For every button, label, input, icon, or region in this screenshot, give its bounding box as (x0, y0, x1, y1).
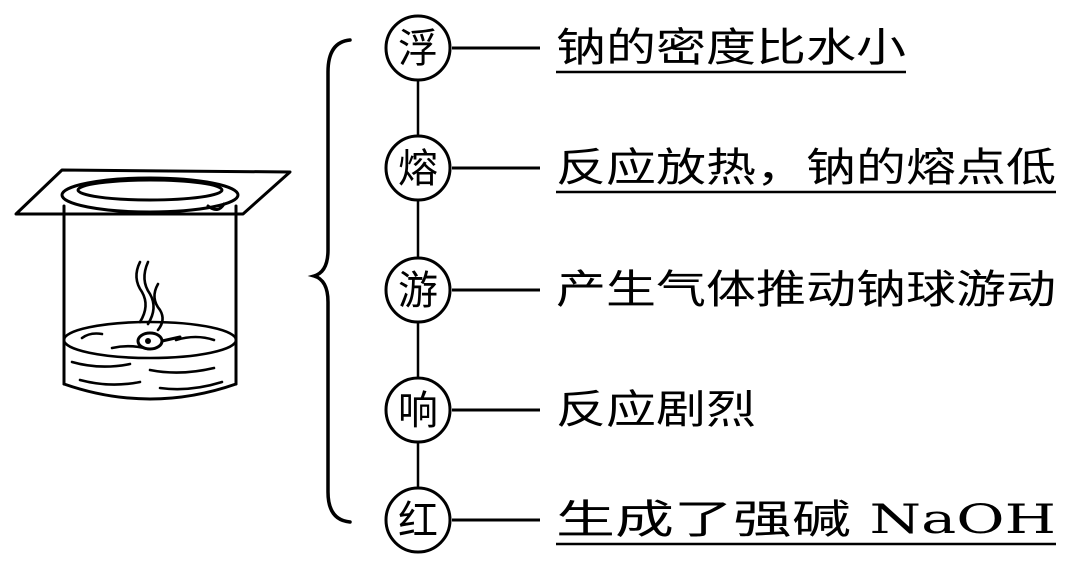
property-row: 熔 反应放热，钠的熔点低 (384, 134, 1056, 202)
sodium-ball (136, 331, 182, 351)
property-char: 响 (398, 388, 438, 434)
property-description: 反应剧烈 (556, 387, 756, 433)
property-row: 红 生成了强碱 NaOH (384, 486, 1056, 554)
property-circle (384, 486, 452, 554)
property-description: 生成了强碱 NaOH (556, 497, 1056, 543)
property-char: 红 (398, 498, 438, 544)
property-description: 反应放热，钠的熔点低 (556, 145, 1056, 191)
property-circle (384, 256, 452, 324)
beaker-illustration (14, 168, 292, 401)
property-char: 熔 (398, 146, 438, 192)
curly-brace (307, 38, 352, 524)
property-circle (384, 14, 452, 82)
property-row: 响 反应剧烈 (384, 376, 756, 444)
property-row: 游 产生气体推动钠球游动 (384, 256, 1056, 324)
property-description: 产生气体推动钠球游动 (556, 267, 1056, 313)
property-circle (384, 134, 452, 202)
property-description: 钠的密度比水小 (556, 25, 906, 71)
property-row: 浮 钠的密度比水小 (384, 14, 906, 82)
property-char: 浮 (398, 26, 438, 72)
vapor-wisps (135, 260, 164, 332)
beaker (60, 176, 240, 401)
property-circle (384, 376, 452, 444)
property-char: 游 (398, 268, 438, 314)
